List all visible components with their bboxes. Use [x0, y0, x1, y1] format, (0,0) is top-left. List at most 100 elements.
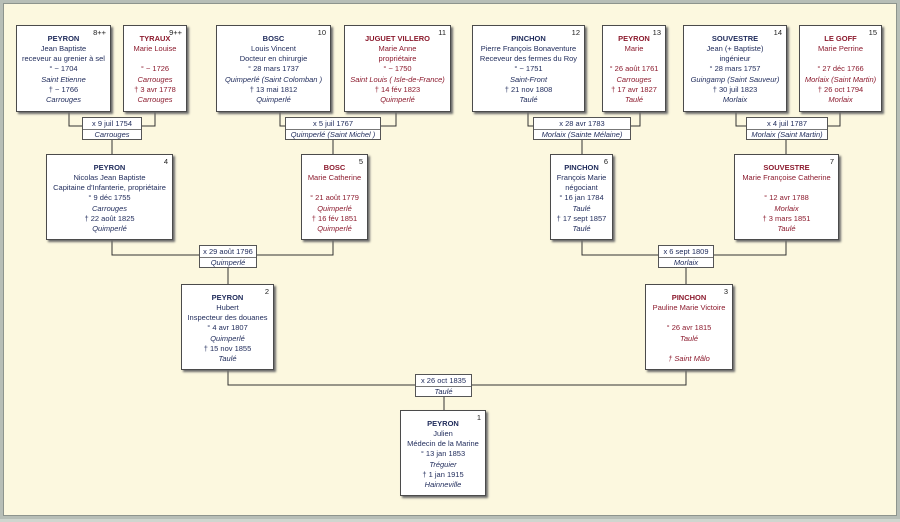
birth-place: Quimperlé: [210, 333, 245, 343]
marriage-label-2-3: x 26 oct 1835 Taulé: [415, 374, 472, 397]
person-box-6[interactable]: 6 PINCHON François Marie négociant ° 16 …: [550, 154, 613, 240]
marriage-label-8-9: x 9 juil 1754 Carrouges: [82, 117, 142, 140]
surname: PEYRON: [93, 163, 126, 172]
birth-place: Carrouges: [616, 74, 652, 84]
marriage-label-10-11: x 5 juil 1767 Quimperlé (Saint Michel ): [285, 117, 381, 140]
person-box-10[interactable]: 10 BOSC Louis Vincent Docteur en chirurg…: [216, 25, 331, 112]
occupation: [646, 313, 732, 323]
birth-date: ° 27 déc 1766: [817, 64, 864, 74]
occupation: [302, 183, 367, 193]
marriage-date: x 29 août 1796: [203, 247, 253, 256]
birth-date: ° 26 août 1761: [609, 64, 659, 74]
sosa-number: 2: [264, 287, 269, 296]
death-place: Hainneville: [424, 479, 462, 489]
birth-place: Saint Etienne: [41, 74, 86, 84]
marriage-date: x 6 sept 1809: [663, 247, 709, 256]
birth-date: ° 9 déc 1755: [88, 193, 131, 203]
death-place: Taulé: [519, 94, 538, 104]
death-place: Quimperlé: [380, 94, 415, 104]
person-box-12[interactable]: 12 PINCHON Pierre François Bonaventure R…: [472, 25, 585, 112]
surname: JUGUET VILLERO: [364, 34, 430, 43]
given-names: Pauline Marie Victoire: [652, 303, 726, 313]
occupation: Receveur des fermes du Roy: [479, 54, 578, 64]
given-names: Nicolas Jean Baptiste: [73, 173, 146, 183]
marriage-place: Quimperlé (Saint Michel ): [286, 128, 380, 140]
sosa-number: 8++: [93, 28, 106, 37]
death-place: Taulé: [572, 223, 591, 233]
birth-place: Taulé: [572, 203, 591, 213]
person-box-1[interactable]: 1 PEYRON Julien Médecin de la Marine ° 1…: [400, 410, 486, 496]
birth-place: Taulé: [679, 333, 699, 343]
marriage-date: x 28 avr 1783: [559, 119, 605, 128]
person-box-15[interactable]: 15 LE GOFF Marie Perrine ° 27 déc 1766 M…: [799, 25, 882, 112]
marriage-label-14-15: x 4 juil 1787 Morlaix (Saint Martin): [746, 117, 828, 140]
surname: SOUVESTRE: [763, 163, 810, 172]
sosa-number: 10: [317, 28, 326, 37]
person-box-7[interactable]: 7 SOUVESTRE Marie Françoise Catherine ° …: [734, 154, 839, 240]
person-box-9[interactable]: 9++ TYRAUX Marie Louise ° ~ 1726 Carroug…: [123, 25, 187, 112]
surname: PINCHON: [671, 293, 707, 302]
birth-place: Saint-Front: [509, 74, 548, 84]
birth-place: Tréguier: [429, 459, 457, 469]
birth-date: ° 26 avr 1815: [666, 323, 712, 333]
person-box-8[interactable]: 8++ PEYRON Jean Baptiste receveur au gre…: [16, 25, 111, 112]
death-place: Carrouges: [45, 94, 82, 104]
person-box-4[interactable]: 4 PEYRON Nicolas Jean Baptiste Capitaine…: [46, 154, 173, 240]
sosa-number: 13: [652, 28, 661, 37]
person-box-11[interactable]: 11 JUGUET VILLERO Marie Anne propriétair…: [344, 25, 451, 112]
sosa-number: 6: [603, 157, 608, 166]
death-place: Quimperlé: [256, 94, 291, 104]
birth-date: ° 13 jan 1853: [420, 449, 466, 459]
surname: PINCHON: [511, 34, 546, 43]
surname: TYRAUX: [139, 34, 171, 43]
given-names: Julien: [433, 429, 453, 439]
birth-place: Carrouges: [91, 203, 128, 213]
given-names: Marie: [624, 44, 644, 54]
given-names: Jean Baptiste: [40, 44, 87, 54]
marriage-label-6-7: x 6 sept 1809 Morlaix: [658, 245, 714, 268]
given-names: Marie Louise: [133, 44, 177, 54]
death-date: † 21 nov 1808: [504, 84, 553, 94]
death-place: Quimperlé: [317, 223, 352, 233]
occupation: ingénieur: [719, 54, 751, 64]
birth-date: ° 4 avr 1807: [207, 323, 248, 333]
given-names: Marie Catherine: [307, 173, 362, 183]
surname: SOUVESTRE: [711, 34, 759, 43]
given-names: Marie Françoise Catherine: [742, 173, 831, 183]
sosa-number: 5: [358, 157, 363, 166]
sosa-number: 9++: [169, 28, 182, 37]
person-box-2[interactable]: 2 PEYRON Hubert Inspecteur des douanes °…: [181, 284, 274, 370]
occupation: [800, 54, 881, 64]
death-date: † 30 juil 1823: [712, 84, 758, 94]
death-place: Taulé: [624, 94, 644, 104]
marriage-place: Quimperlé: [200, 256, 256, 268]
birth-date: ° 21 août 1779: [310, 193, 359, 203]
marriage-date: x 5 juil 1767: [312, 119, 354, 128]
birth-date: ° ~ 1750: [383, 64, 412, 74]
death-date: † Saint Mâlo: [668, 353, 710, 363]
surname: PEYRON: [47, 34, 80, 43]
given-names: Hubert: [216, 303, 239, 313]
birth-place: Carrouges: [137, 74, 173, 84]
marriage-place: Taulé: [416, 385, 471, 397]
marriage-label-4-5: x 29 août 1796 Quimperlé: [199, 245, 257, 268]
birth-place: Quimperlé (Saint Colomban ): [224, 74, 323, 84]
birth-date: ° ~ 1726: [140, 64, 170, 74]
person-box-3[interactable]: 3 PINCHON Pauline Marie Victoire ° 26 av…: [645, 284, 733, 370]
surname: PEYRON: [211, 293, 244, 302]
marriage-label-12-13: x 28 avr 1783 Morlaix (Sainte Mélaine): [533, 117, 631, 140]
death-date: † 17 sept 1857: [556, 213, 607, 223]
person-box-14[interactable]: 14 SOUVESTRE Jean (+ Baptiste) ingénieur…: [683, 25, 787, 112]
person-box-13[interactable]: 13 PEYRON Marie ° 26 août 1761 Carrouges…: [602, 25, 666, 112]
birth-place: Morlaix (Saint Martin): [804, 74, 877, 84]
sosa-number: 1: [476, 413, 481, 422]
birth-place: Morlaix: [774, 203, 799, 213]
person-box-5[interactable]: 5 BOSC Marie Catherine ° 21 août 1779 Qu…: [301, 154, 368, 240]
marriage-date: x 4 juil 1787: [766, 119, 808, 128]
occupation: [124, 54, 186, 64]
surname: BOSC: [262, 34, 285, 43]
occupation: [603, 54, 665, 64]
occupation: Capitaine d'Infanterie, propriétaire: [53, 183, 166, 193]
death-date: † 3 mars 1851: [762, 213, 811, 223]
